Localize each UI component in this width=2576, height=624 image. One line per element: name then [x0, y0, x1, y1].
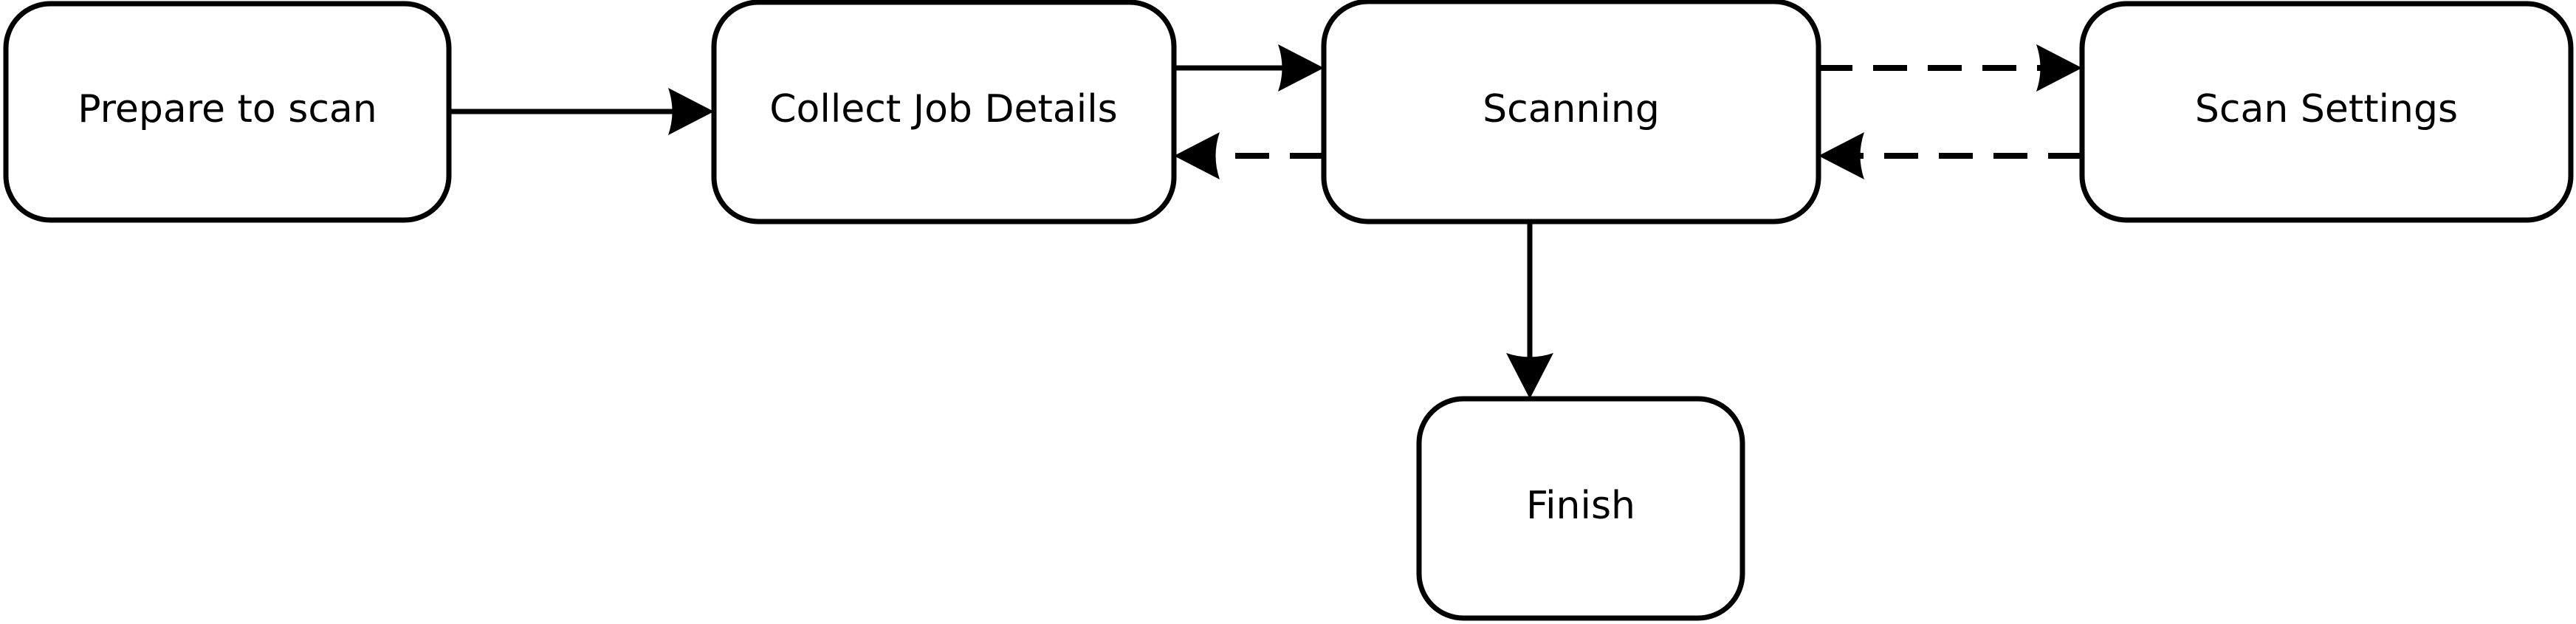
node-scanning[interactable]: Scanning [1321, 0, 1821, 224]
node-shape [3, 1, 452, 223]
node-layer: Prepare to scan Collect Job Details Scan… [3, 0, 2574, 621]
node-collect-job-details[interactable]: Collect Job Details [711, 0, 1177, 224]
edge-layer [449, 44, 2082, 399]
edge-prepare-to-collect[interactable] [449, 88, 714, 135]
edge-scanning-to-finish[interactable] [1506, 222, 1553, 399]
arrow-head-right-icon [1278, 44, 1324, 92]
edge-scanning-to-collect[interactable] [1174, 132, 1324, 179]
edge-scan-settings-to-scanning[interactable] [1818, 132, 2082, 179]
node-prepare-to-scan[interactable]: Prepare to scan [3, 1, 452, 223]
edge-scanning-to-scan-settings[interactable] [1818, 44, 2082, 92]
node-label: Collect Job Details [769, 87, 1117, 131]
node-label: Finish [1526, 484, 1635, 528]
node-label: Scanning [1483, 87, 1660, 131]
node-label: Prepare to scan [78, 87, 377, 131]
node-shape [1321, 0, 1821, 224]
arrow-head-down-icon [1506, 353, 1553, 399]
node-shape [711, 0, 1177, 224]
arrow-head-right-icon [2036, 44, 2082, 92]
node-label: Scan Settings [2195, 87, 2458, 131]
node-shape [2079, 1, 2574, 223]
arrow-head-right-icon [668, 88, 714, 135]
arrow-head-left-icon [1174, 132, 1220, 179]
node-shape [1416, 396, 1745, 621]
arrow-head-left-icon [1818, 132, 1864, 179]
node-finish[interactable]: Finish [1416, 396, 1745, 621]
edge-collect-to-scanning[interactable] [1174, 44, 1324, 92]
node-scan-settings[interactable]: Scan Settings [2079, 1, 2574, 223]
